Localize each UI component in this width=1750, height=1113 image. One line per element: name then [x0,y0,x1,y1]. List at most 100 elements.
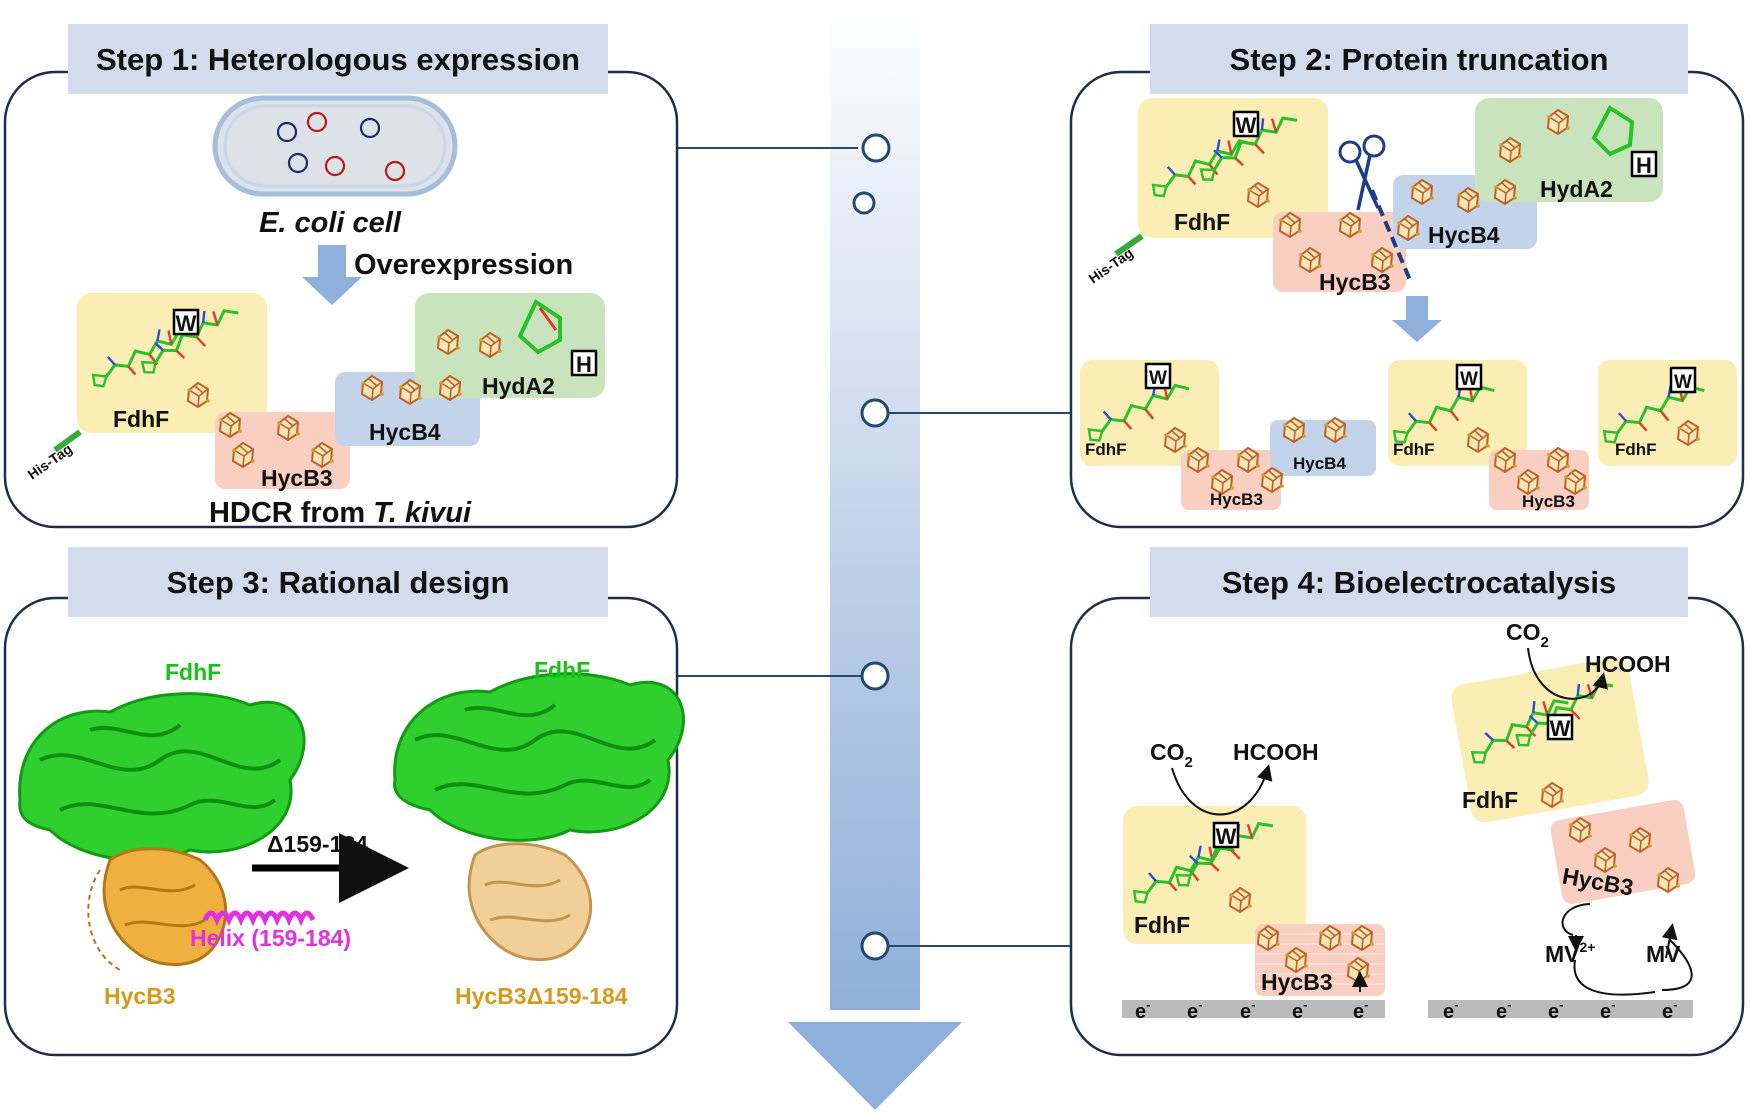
timeline [678,0,1072,1110]
step2-title-box [1150,24,1688,94]
step2-title: Step 2: Protein truncation [1230,42,1609,77]
mediator-cycle [1561,903,1693,996]
hyda2-label: HydA2 [482,373,555,399]
electrode-right [1428,1000,1693,1018]
hycb3-label: HycB3 [261,465,333,491]
plasmid [287,152,309,174]
deletion-label: Δ159-184 [267,831,368,857]
hycb3-structure-right [467,842,593,962]
svg-text:W: W [1460,369,1478,390]
variant3-fdhf-domain [1598,360,1737,466]
svg-text:W: W [176,311,197,336]
svg-text:e-: e- [1353,997,1368,1023]
variant1-fdhf-label: FdhF [1085,440,1127,459]
plasmid [324,155,346,177]
step4-panel: Step 4: Bioelectrocatalysis W FdhF HycB3… [1069,547,1745,1057]
hycb4-label: HycB4 [1428,222,1500,248]
step3-panel: Step 3: Rational design FdhF Helix (159-… [3,547,685,1057]
his-tag-bar [53,429,82,453]
step1-title: Step 1: Heterologous expression [96,42,580,77]
hcooh-label: HCOOH [1585,651,1671,677]
svg-text:e-: e- [1548,997,1563,1023]
plasmid [359,117,381,139]
variant1-hycb4-label: HycB4 [1293,454,1346,473]
his-tag-bar [1114,233,1144,257]
svg-text:e-: e- [1135,997,1150,1023]
helix-159-184 [202,910,316,927]
electrons-left: e- e- e- e- e- [1135,997,1368,1023]
plasmid [384,160,406,182]
svg-text:W: W [1236,113,1257,138]
step1-title-box [68,24,608,94]
svg-text:e-: e- [1240,997,1255,1023]
svg-text:W: W [1149,368,1167,389]
step1-panel: Step 1: Heterologous expression E. coli … [3,24,679,529]
svg-text:W: W [1674,372,1692,393]
fdhf-label: FdhF [1462,787,1518,813]
hycb3-left-label: HycB3 [104,983,176,1009]
timeline-bar [830,0,920,1010]
svg-text:W: W [1550,716,1571,741]
hycb3-domain [1273,212,1406,292]
timeline-node-step1 [861,133,891,163]
hycb3-truncated-label: HycB3Δ159-184 [455,983,628,1009]
plasmid [276,121,298,143]
svg-text:e-: e- [1600,997,1615,1023]
ecoli-cell [212,95,458,197]
hdcr-caption: HDCR from T. kivui [209,497,472,529]
mv-reduced-label: MV [1646,941,1681,967]
step4-title-box [1150,547,1688,617]
step3-title: Step 3: Rational design [167,565,510,600]
timeline-node-step4 [860,931,890,961]
svg-text:H: H [1636,153,1652,178]
svg-text:e-: e- [1187,997,1202,1023]
electrode-left [1122,1000,1385,1018]
hycb4-label: HycB4 [369,419,441,445]
helix-label: Helix (159-184) [190,925,351,951]
svg-text:e-: e- [1662,997,1677,1023]
co2-label: CO2 [1506,619,1549,651]
step3-title-box [68,547,608,617]
ecoli-label: E. coli cell [259,207,402,239]
hcooh-label: HCOOH [1233,739,1319,765]
fdhf-left-label: FdhF [165,659,221,685]
variant2-hycb3-label: HycB3 [1522,492,1575,511]
truncation-arrow [1392,296,1442,342]
fdhf-structure-right [393,672,685,842]
svg-text:e-: e- [1292,997,1307,1023]
electrons-right: e- e- e- e- e- [1443,997,1677,1023]
co2-reduction-arc [1171,764,1273,816]
timeline-node-step2 [860,398,890,428]
hycb3-domain [215,412,350,489]
fdhf-label: FdhF [1134,912,1190,938]
variant2-fdhf-domain [1388,360,1527,466]
co2-label: CO2 [1150,739,1193,771]
timeline-node-step3 [860,661,890,691]
fdhf-label: FdhF [1174,209,1230,235]
timeline-node-small [852,191,876,215]
svg-text:H: H [576,352,592,377]
overexpression-label: Overexpression [354,249,573,281]
co2-reduction-arc [1527,647,1609,700]
hyda2-domain [415,293,605,398]
svg-text:e-: e- [1443,997,1458,1023]
variant1-hycb3-label: HycB3 [1210,490,1263,509]
fdhf-domain [77,293,267,433]
hycb3-label: HycB3 [1261,969,1333,995]
overexpression-arrow [302,245,362,305]
step2-panel: Step 2: Protein truncation W H FdhF HycB… [1069,24,1745,529]
fdhf-domain [1123,806,1306,944]
hycb3-label: HycB3 [1319,269,1391,295]
fdhf-structure-left [18,692,306,862]
hyda2-label: HydA2 [1540,176,1613,202]
variant2-fdhf-label: FdhF [1393,440,1435,459]
mv-oxidized-label: MV2+ [1545,939,1595,967]
step4-title: Step 4: Bioelectrocatalysis [1222,565,1617,600]
fdhf-right-label: FdhF [534,657,590,683]
variant3-fdhf-label: FdhF [1615,440,1657,459]
plasmid [306,111,328,133]
svg-text:W: W [1216,824,1237,849]
svg-text:e-: e- [1496,997,1511,1023]
hyda2-domain [1475,98,1663,202]
